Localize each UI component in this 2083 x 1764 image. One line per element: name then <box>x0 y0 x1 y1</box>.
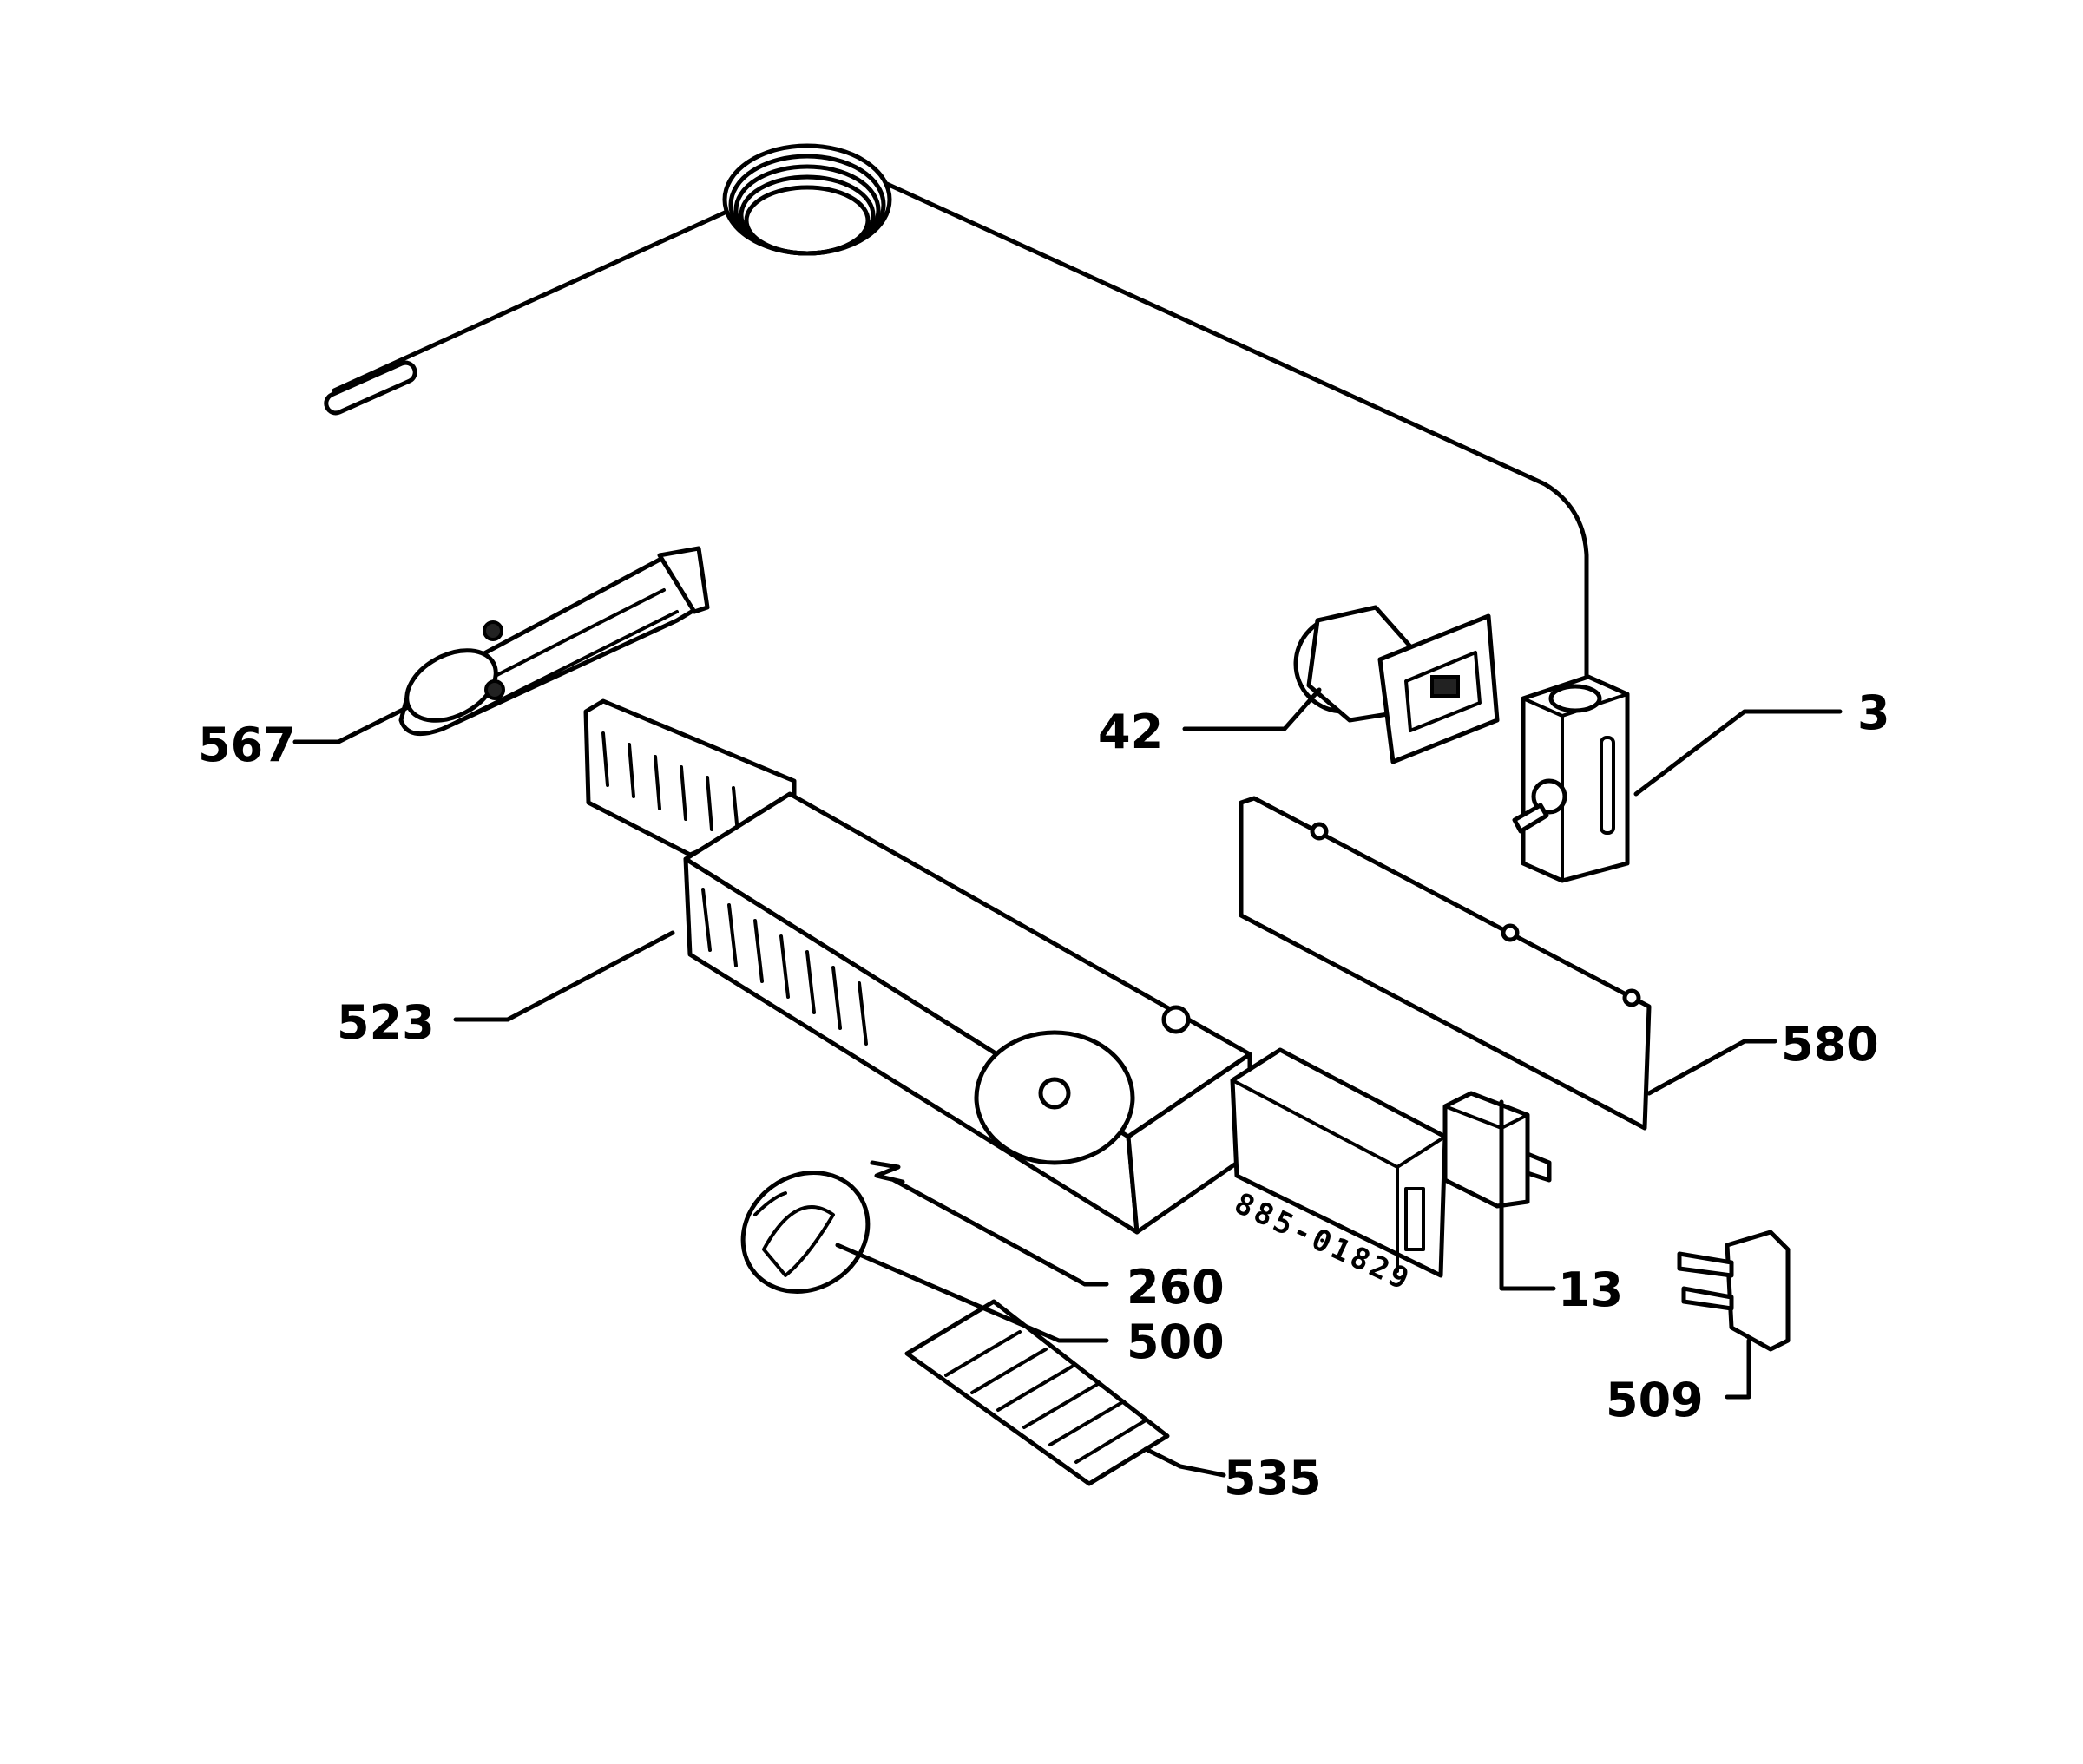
sensing-bulb <box>324 360 417 416</box>
capillary-tube <box>324 143 1589 688</box>
leader-523 <box>453 930 675 1022</box>
grille-cover-part <box>904 1299 1170 1486</box>
thermostat-part <box>1512 674 1630 883</box>
electronic-module: 885-01829 <box>1229 1047 1448 1298</box>
callout-13: 13 <box>1558 1262 1623 1317</box>
small-switch-part <box>1677 1230 1791 1352</box>
callout-500: 500 <box>1127 1315 1225 1369</box>
callout-567: 567 <box>198 718 296 772</box>
lamp-bracket-part <box>398 546 710 737</box>
switch-part <box>1442 1091 1552 1209</box>
callout-509: 509 <box>1606 1373 1704 1427</box>
callout-580: 580 <box>1781 1017 1879 1072</box>
callout-260: 260 <box>1127 1260 1225 1315</box>
callout-3: 3 <box>1857 685 1890 740</box>
leader-260 <box>891 1177 1109 1287</box>
leader-500 <box>835 1243 1109 1343</box>
rear-panel-part <box>1239 796 1652 1131</box>
leader-13 <box>1499 1099 1556 1291</box>
callout-535: 535 <box>1224 1451 1322 1505</box>
callout-523: 523 <box>337 995 435 1050</box>
capillary-bulb-lead <box>332 210 727 393</box>
leader-567 <box>292 705 411 744</box>
knob-part <box>740 1171 871 1294</box>
leader-3 <box>1633 709 1843 797</box>
leader-509 <box>1725 1338 1751 1400</box>
leader-535 <box>1143 1446 1226 1478</box>
callout-42: 42 <box>1098 705 1163 759</box>
leader-42 <box>1182 687 1322 731</box>
spring-clip-part <box>870 1160 905 1184</box>
lamp-holder-part <box>1293 605 1500 764</box>
capillary-run <box>884 181 1589 688</box>
control-housing-part <box>683 791 1252 1235</box>
leader-580 <box>1646 1039 1777 1096</box>
leader-lines <box>292 687 1843 1478</box>
